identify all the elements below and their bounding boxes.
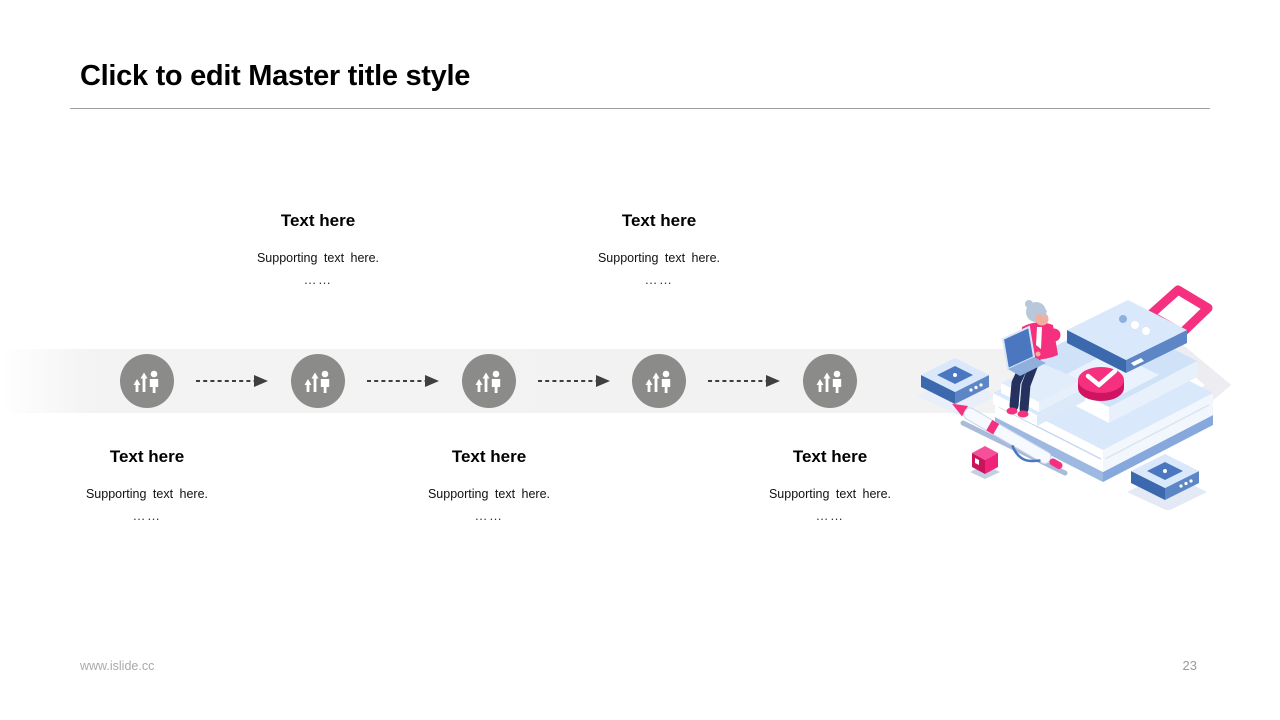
step-4-label[interactable]: Text here Supporting text here. …… [539, 210, 779, 287]
step-ellipsis: …… [644, 272, 674, 287]
dashed-arrow-icon [708, 375, 780, 387]
step-title: Text here [280, 211, 356, 230]
title-divider [70, 108, 1210, 109]
timeline-node-2 [291, 354, 345, 408]
step-title: Text here [109, 447, 185, 466]
step-5-label[interactable]: Text here Supporting text here. …… [710, 446, 950, 523]
pink-cube-icon [970, 446, 1000, 479]
step-3-label[interactable]: Text here Supporting text here. …… [369, 446, 609, 523]
timeline-node-3 [462, 354, 516, 408]
slide-title[interactable]: Click to edit Master title style [80, 60, 471, 92]
timeline-node-5 [803, 354, 857, 408]
person-with-laptop-icon [1001, 300, 1061, 418]
step-supporting-text: Supporting text here. [768, 487, 892, 501]
step-title: Text here [621, 211, 697, 230]
step-supporting-text: Supporting text here. [427, 487, 551, 501]
timeline-node-1 [120, 354, 174, 408]
step-ellipsis: …… [303, 272, 333, 287]
clock-badge-icon [1078, 367, 1124, 401]
timeline-node-4 [632, 354, 686, 408]
step-ellipsis: …… [474, 508, 504, 523]
step-1-label[interactable]: Text here Supporting text here. …… [27, 446, 267, 523]
pen-icon [952, 403, 1063, 469]
step-supporting-text: Supporting text here. [85, 487, 209, 501]
step-title: Text here [451, 447, 527, 466]
step-supporting-text: Supporting text here. [597, 251, 721, 265]
step-supporting-text: Supporting text here. [256, 251, 380, 265]
people-growth-icon [816, 370, 842, 393]
dashed-arrow-icon [367, 375, 439, 387]
dashed-arrow-icon [538, 375, 610, 387]
storage-box-left-icon [917, 358, 997, 415]
step-title: Text here [792, 447, 868, 466]
page-number: 23 [1182, 658, 1197, 673]
dashed-arrow-icon [196, 375, 268, 387]
step-ellipsis: …… [815, 508, 845, 523]
briefcase-icon [1067, 285, 1213, 373]
storage-box-right-icon [1127, 454, 1207, 510]
people-growth-icon [475, 370, 501, 393]
people-growth-icon [133, 370, 159, 393]
step-ellipsis: …… [132, 508, 162, 523]
step-2-label[interactable]: Text here Supporting text here. …… [198, 210, 438, 287]
footer-website-link[interactable]: www.islide.cc [80, 659, 155, 673]
people-growth-icon [645, 370, 671, 393]
people-growth-icon [304, 370, 330, 393]
isometric-illustration [917, 285, 1232, 510]
